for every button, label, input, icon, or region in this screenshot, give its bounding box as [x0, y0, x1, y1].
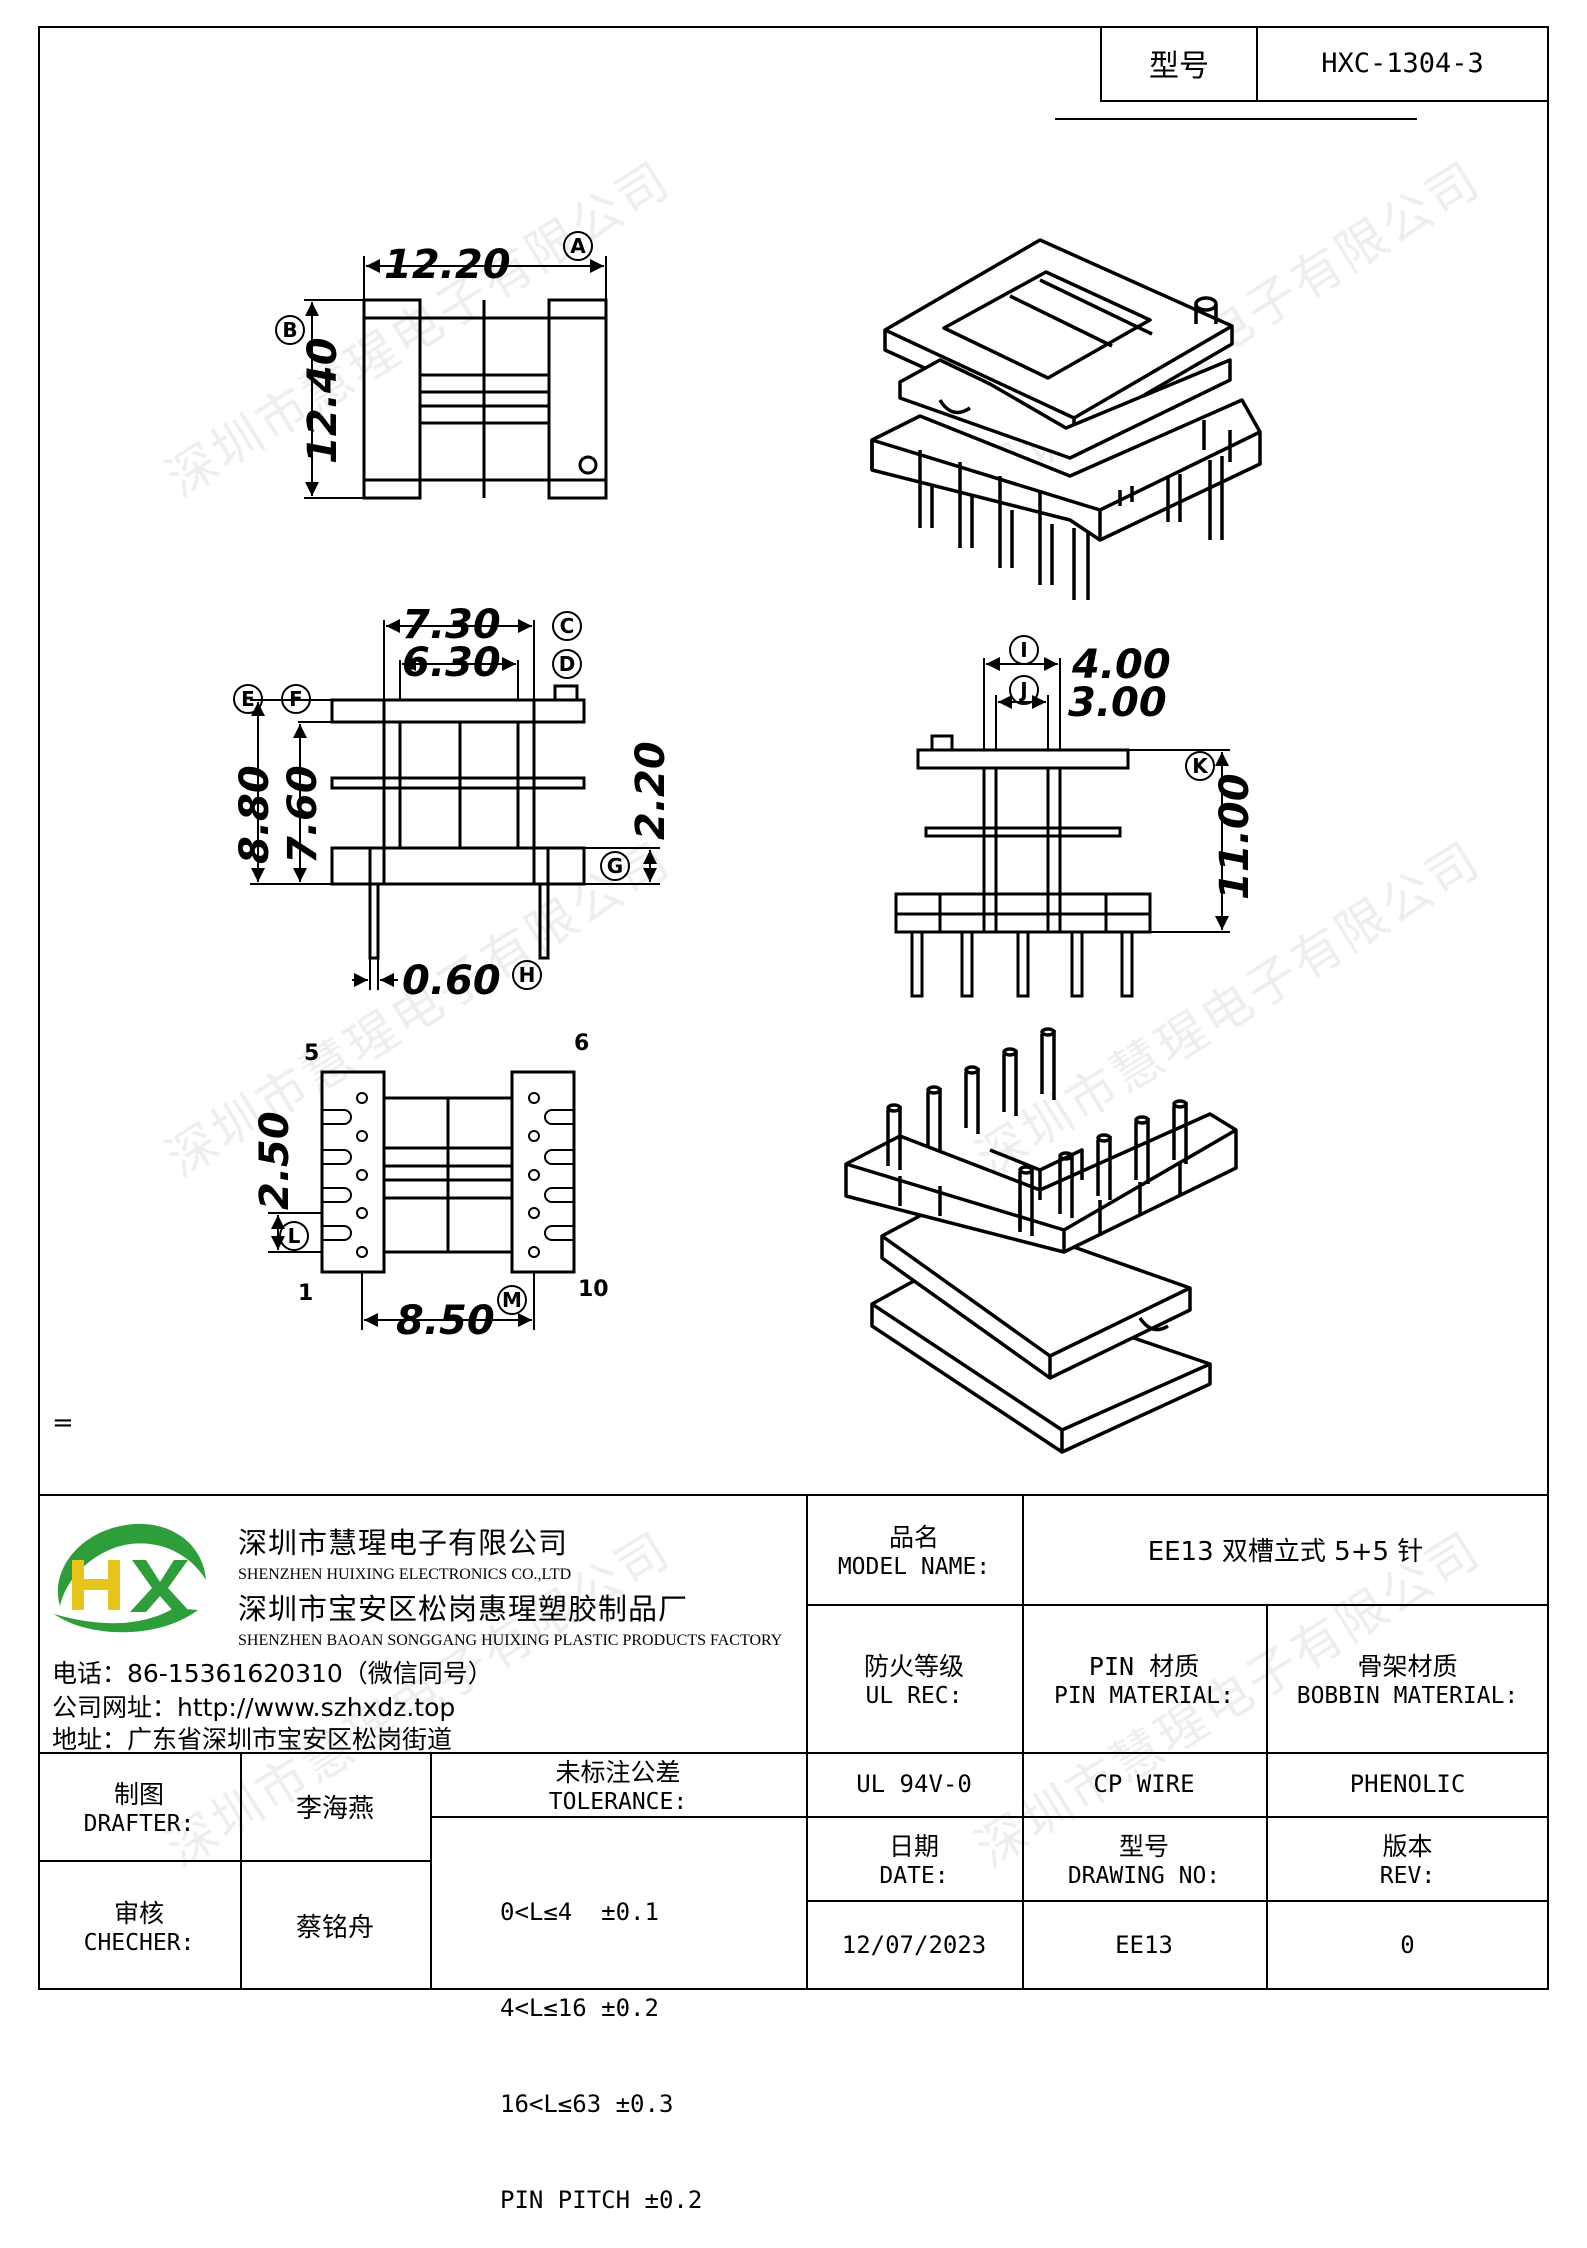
line-3 [430, 1816, 1549, 1818]
marker-b: B [282, 318, 297, 342]
pin-material-value: CP WIRE [1093, 1770, 1195, 1798]
marker-m: M [502, 1288, 522, 1312]
marker-f: F [289, 687, 303, 711]
header-underline [1055, 118, 1417, 120]
technical-drawing: 12.20 12.40 7.30 6.30 8.80 7.60 2.20 0.6… [232, 231, 1262, 1454]
company-address: 地址：广东省深圳市宝安区松岗街道 [52, 1725, 453, 1754]
company-name-cn: 深圳市慧瑆电子有限公司 [238, 1526, 569, 1560]
bobbin-material-value: PHENOLIC [1349, 1770, 1466, 1798]
pin-label-6: 6 [574, 1031, 589, 1056]
vline-1 [806, 1494, 808, 1990]
dim-c: 7.30 [402, 602, 501, 648]
tolerance-title: 未标注公差 TOLERANCE: [548, 1758, 688, 1815]
dim-d: 6.30 [402, 640, 501, 686]
front-view [233, 611, 660, 990]
dim-g: 2.20 [628, 741, 674, 840]
marker-k: K [1192, 754, 1209, 778]
factory-name-en: SHENZHEN BAOAN SONGGANG HUIXING PLASTIC … [238, 1632, 783, 1649]
dim-l: 2.50 [252, 1111, 298, 1210]
company-website: 公司网址：http://www.szhxdz.top [52, 1693, 456, 1722]
pin-material-label: PIN 材质 PIN MATERIAL: [1053, 1652, 1234, 1709]
dim-k: 11.00 [1212, 773, 1258, 900]
header-model-label: 型号 [1100, 26, 1258, 102]
marker-c: C [560, 614, 575, 638]
tolerance-table: 0<L≤4 ±0.1 4<L≤16 ±0.2 16<L≤63 ±0.3 PIN … [500, 1832, 702, 2248]
marker-g: G [607, 854, 623, 878]
marker-e: E [241, 687, 255, 711]
pin-label-1: 1 [298, 1281, 313, 1306]
drafter-name: 李海燕 [295, 1793, 374, 1824]
marker-d: D [559, 652, 576, 676]
model-name-value: EE13 双槽立式 5+5 针 [1147, 1536, 1424, 1567]
company-phone: 电话：86-15361620310（微信同号） [52, 1659, 493, 1688]
pin-label-10: 10 [578, 1277, 609, 1302]
line-5 [806, 1900, 1549, 1902]
model-name-label: 品名 MODEL NAME: [837, 1523, 991, 1580]
side-view [894, 635, 1230, 998]
dim-i: 4.00 [1071, 642, 1171, 688]
rev-value: 0 [1400, 1931, 1415, 1959]
dim-e: 8.80 [232, 765, 278, 864]
drawing-no-value: EE13 [1115, 1931, 1173, 1959]
company-logo [54, 1523, 206, 1633]
marker-i: I [1020, 638, 1027, 662]
isometric-view-top [870, 238, 1262, 600]
marker-l: L [288, 1224, 301, 1248]
checker-name: 蔡铭舟 [295, 1912, 374, 1943]
dim-b-height: 12.40 [300, 337, 346, 464]
drawing-note: = [52, 1408, 74, 1438]
line-2 [38, 1752, 1549, 1754]
company-name-en: SHENZHEN HUIXING ELECTRONICS CO.,LTD [238, 1566, 572, 1583]
tolerance-row: 4<L≤16 ±0.2 [500, 1994, 659, 2022]
isometric-view-bottom [844, 1027, 1238, 1454]
bobbin-material-label: 骨架材质 BOBBIN MATERIAL: [1296, 1652, 1519, 1709]
tolerance-row: PIN PITCH ±0.2 [500, 2186, 703, 2214]
vline-3 [1266, 1604, 1268, 1990]
tolerance-row: 0<L≤4 ±0.1 [500, 1898, 659, 1926]
top-view [275, 231, 608, 500]
vline-2 [1022, 1494, 1024, 1990]
dim-f: 7.60 [280, 765, 326, 864]
drawing-no-label: 型号 DRAWING NO: [1067, 1832, 1221, 1889]
pin-label-5: 5 [304, 1041, 319, 1066]
line-1 [806, 1604, 1549, 1606]
title-block-top [38, 1494, 1549, 1496]
dim-m: 8.50 [396, 1298, 495, 1344]
ul-rec-value: UL 94V-0 [856, 1770, 972, 1798]
date-label: 日期 DATE: [879, 1832, 949, 1889]
line-4 [38, 1860, 430, 1862]
bottom-view [268, 1070, 576, 1330]
rev-label: 版本 REV: [1379, 1832, 1436, 1889]
vline-5 [430, 1752, 432, 1990]
factory-name-cn: 深圳市宝安区松岗惠瑆塑胶制品厂 [238, 1592, 689, 1626]
dim-j: 3.00 [1068, 680, 1167, 726]
marker-h: H [519, 963, 536, 987]
marker-a: A [570, 234, 586, 258]
ul-rec-label: 防火等级 UL REC: [863, 1652, 964, 1709]
header-model-value: HXC-1304-3 [1256, 26, 1549, 102]
vline-4 [240, 1752, 242, 1990]
drawing-frame [38, 26, 1549, 1990]
tolerance-row: 16<L≤63 ±0.3 [500, 2090, 674, 2118]
marker-j: J [1018, 678, 1027, 702]
drafter-label: 制图 DRAFTER: [83, 1780, 195, 1837]
date-value: 12/07/2023 [841, 1931, 987, 1959]
dim-a-width: 12.20 [384, 242, 511, 288]
dim-h: 0.60 [402, 958, 501, 1004]
checker-label: 审核 CHECHER: [83, 1899, 195, 1956]
